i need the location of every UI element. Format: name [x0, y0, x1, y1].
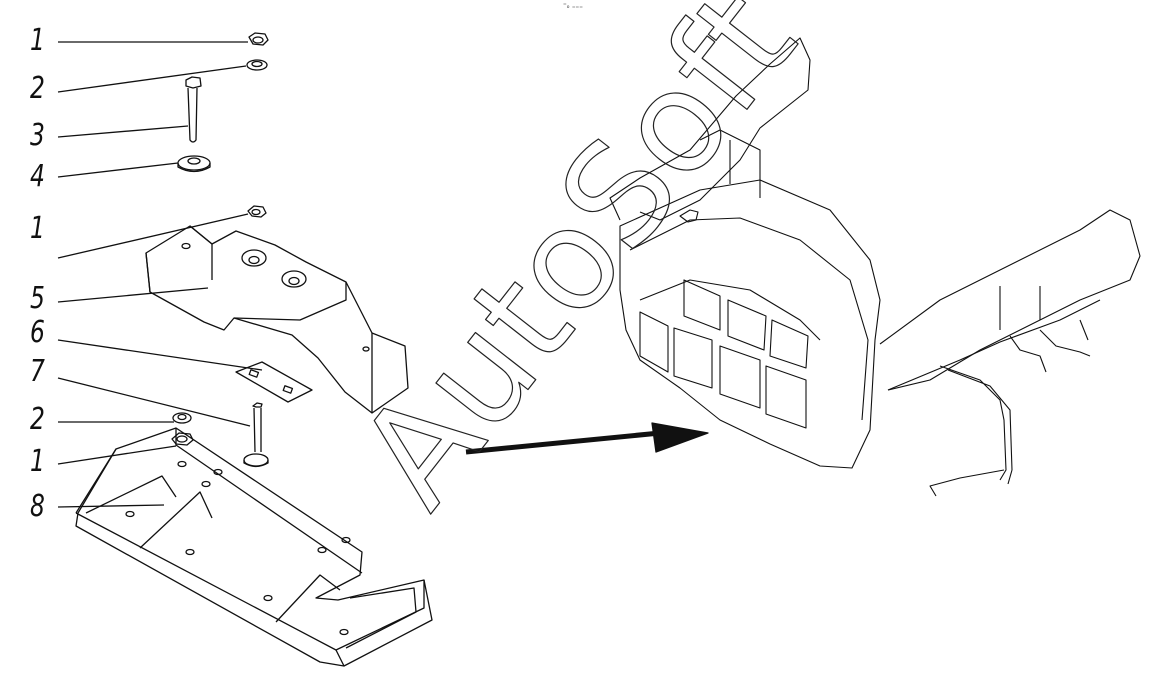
callout-3-bolt: 3 [30, 118, 45, 153]
autosoft-watermark: AutoSoft [328, 0, 828, 537]
hex-nut-mid [247, 205, 267, 218]
callout-1-nut-mid: 1 [30, 211, 45, 246]
callout-4-washer: 4 [30, 159, 45, 194]
leader-lines [57, 41, 263, 508]
callout-1-nut-top: 1 [30, 23, 45, 58]
callout-1-nut-low: 1 [30, 444, 45, 479]
spacer-plate [235, 361, 313, 403]
diagram-code: ⁼ₒ ₌₌₌ [563, 2, 583, 10]
spring-washer-low [172, 412, 192, 424]
hex-nut-low [171, 432, 194, 446]
callout-2-washer-top: 2 [30, 71, 45, 106]
bolt [185, 76, 202, 143]
hex-nut-top [248, 32, 269, 46]
location-arrow [465, 422, 709, 455]
spring-washer-top [246, 59, 268, 71]
callout-8-tray: 8 [30, 489, 45, 524]
callout-2-washer-low: 2 [30, 402, 45, 437]
mounting-bracket [145, 225, 409, 414]
callout-7-stud: 7 [30, 354, 45, 389]
stud [243, 402, 269, 468]
callout-6-plate: 6 [30, 315, 45, 350]
support-tray [75, 427, 433, 667]
callout-5-bracket: 5 [30, 281, 45, 316]
flat-washer [177, 155, 211, 173]
watermark-text: AutoSoft [328, 0, 827, 536]
frame-assembly [609, 37, 1141, 497]
